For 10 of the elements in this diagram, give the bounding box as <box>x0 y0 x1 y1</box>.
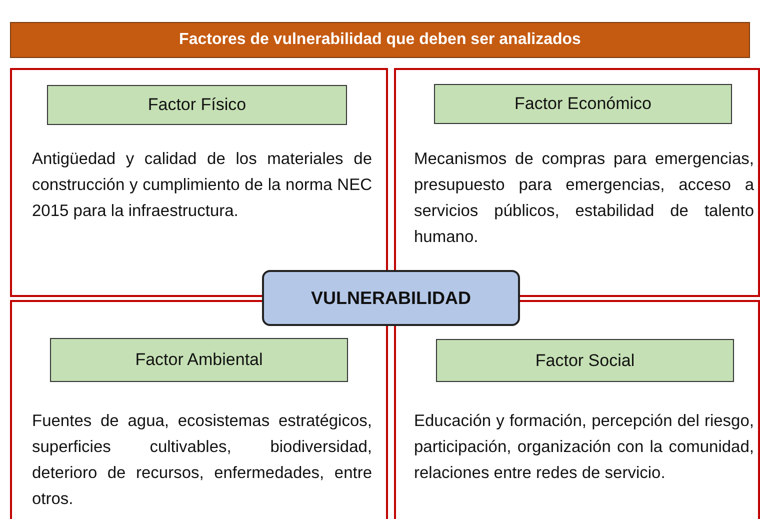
factor-heading: Factor Económico <box>434 84 732 124</box>
title-banner: Factores de vulnerabilidad que deben ser analizados <box>10 22 750 58</box>
description-text: Mecanismos de compras para emergencias, presupuesto para emergencias, acceso a servicios públicos, estabilidad de talento humano. <box>414 149 754 248</box>
factor-heading: Factor Ambiental <box>50 338 348 382</box>
description-text: Antigüedad y calidad de los materiales de construcción y cumplimiento de la norma NEC 2015 para la infraestructura. <box>32 149 372 222</box>
factor-heading: Factor Físico <box>47 85 347 125</box>
description-text: Educación y formación, percepción del riesgo, participación, organización con la comunidad, relaciones entre redes de servicio. <box>414 411 754 484</box>
description-text: Fuentes de agua, ecosistemas estratégicos, superficies cultivables, biodiversidad, deterioro de recursos, enfermedades, entre otros. <box>32 411 372 510</box>
central-concept-box: VULNERABILIDAD <box>262 270 520 326</box>
factor-heading: Factor Social <box>436 339 734 382</box>
